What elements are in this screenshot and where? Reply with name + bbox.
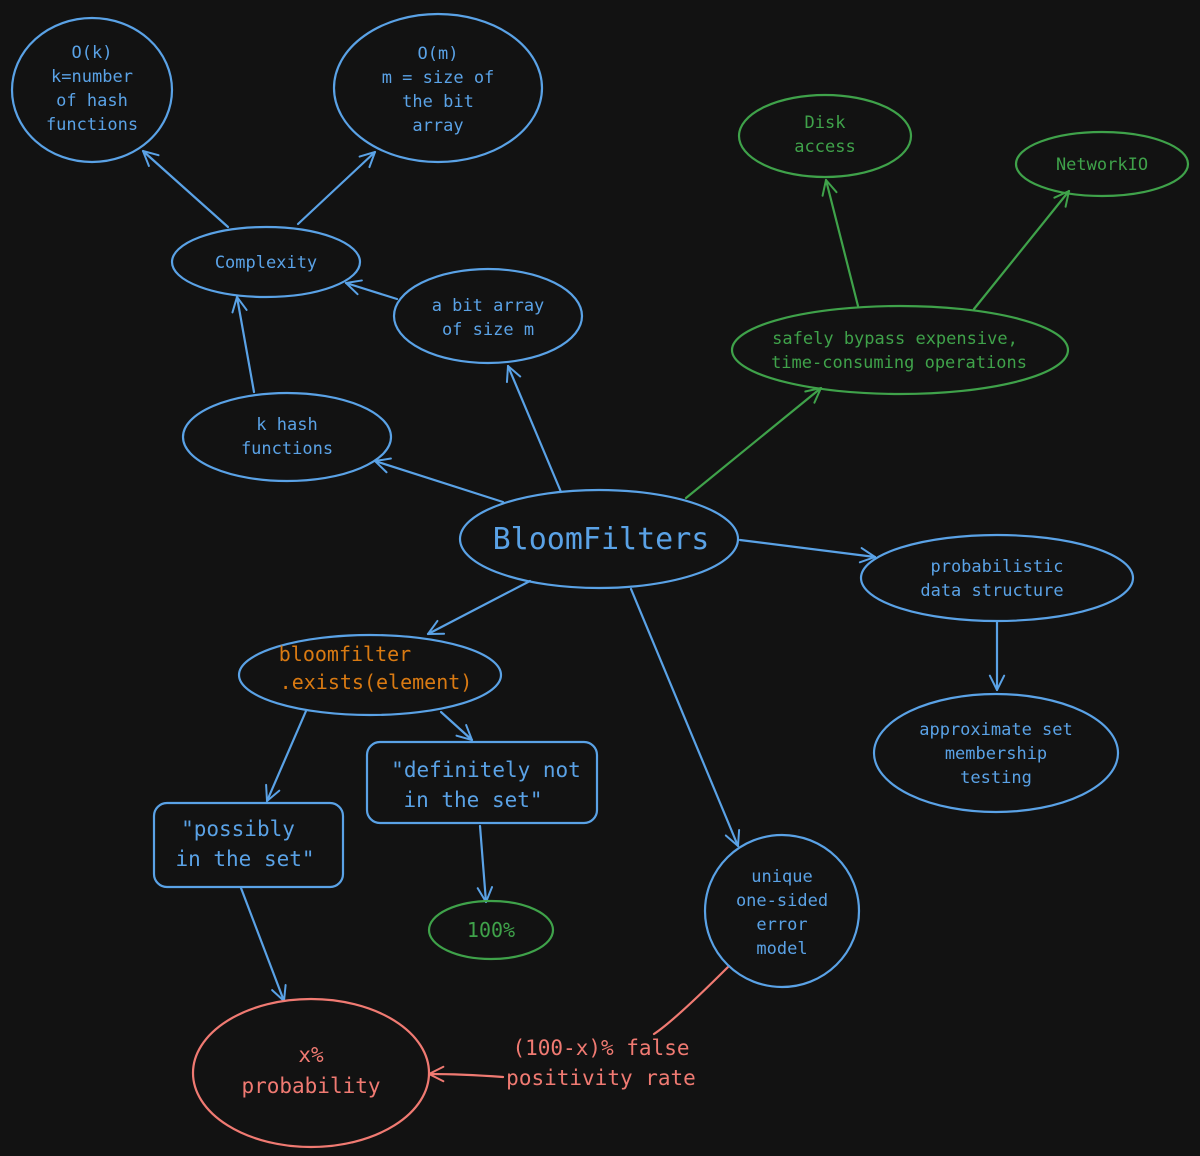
node-disk-line-0: Disk xyxy=(805,113,846,133)
node-exists-line-0: bloomfilter xyxy=(279,642,411,666)
node-bitarray-line-0: a bit array xyxy=(432,296,545,316)
node-network-ellipse xyxy=(1014,130,1190,198)
node-exists: bloomfilter .exists(element) xyxy=(237,633,503,717)
node-exists-ellipse xyxy=(237,633,503,717)
node-prob-line-0: probabilistic xyxy=(930,557,1063,577)
edge-exists-to-definitely xyxy=(439,710,474,742)
node-unique-line-2: error xyxy=(756,915,807,935)
edge-bypass-to-disk xyxy=(821,178,860,308)
node-definitely: "definitely not in the set" xyxy=(365,740,599,825)
edge-definitely-to-hundred xyxy=(476,824,494,904)
node-bypass: safely bypass expensive, time-consuming … xyxy=(730,304,1070,396)
node-unique-line-3: model xyxy=(756,939,807,959)
node-khash-line-0: k hash xyxy=(256,415,317,435)
node-om-line-0: O(m) xyxy=(418,44,459,64)
node-om-line-3: array xyxy=(412,116,463,136)
node-approx-ellipse xyxy=(872,692,1120,814)
node-bloom-line-0: BloomFilters xyxy=(493,522,710,557)
node-possibly-line-1: in the set" xyxy=(175,847,314,871)
node-complexity: Complexity xyxy=(170,225,362,299)
node-om-line-1: m = size of xyxy=(382,68,495,88)
node-hundred: 100% xyxy=(427,899,555,961)
node-bypass-line-1: time-consuming operations xyxy=(771,353,1027,373)
node-possibly: "possibly in the set" xyxy=(152,801,345,889)
edge-bloom-to-bypass xyxy=(684,386,823,500)
node-network-line-0: NetworkIO xyxy=(1056,155,1148,175)
node-definitely-line-0: "definitely not xyxy=(391,758,581,782)
node-bitarray-line-1: of size m xyxy=(442,320,534,340)
node-ok-line-3: functions xyxy=(46,115,138,135)
node-exists-line-1: .exists(element) xyxy=(280,670,473,694)
edge-possibly-to-xprob xyxy=(239,886,287,1003)
edge-bloom-to-exists xyxy=(426,579,532,636)
node-bypass-line-0: safely bypass expensive, xyxy=(772,329,1018,349)
node-disk-ellipse xyxy=(737,93,913,179)
node-network: NetworkIO xyxy=(1014,130,1190,198)
node-approx-line-1: membership xyxy=(945,744,1047,764)
node-bitarray: a bit array of size m xyxy=(392,267,584,365)
node-om: O(m) m = size of the bit array xyxy=(332,12,544,164)
edge-bitarray-to-complexity xyxy=(344,279,399,301)
node-definitely-box xyxy=(365,740,599,825)
node-disk-line-1: access xyxy=(794,137,855,157)
edges xyxy=(141,149,1071,1077)
node-prob-line-1: data structure xyxy=(920,581,1063,601)
edge-bloom-to-khash xyxy=(373,457,505,504)
node-ok-ellipse xyxy=(10,16,174,164)
edge-bypass-to-network xyxy=(972,189,1071,311)
edge-exists-to-possibly xyxy=(265,709,308,803)
node-bitarray-ellipse xyxy=(392,267,584,365)
node-ok: O(k) k=number of hash functions xyxy=(10,16,174,164)
node-ok-line-1: k=number xyxy=(51,67,133,87)
node-definitely-line-1: in the set" xyxy=(403,788,542,812)
node-om-ellipse xyxy=(332,12,544,164)
node-xprob-line-0: x% xyxy=(298,1043,324,1067)
node-khash-line-1: functions xyxy=(241,439,333,459)
edge-complexity-to-ok xyxy=(141,149,230,229)
node-approx-line-2: testing xyxy=(960,768,1032,788)
node-ok-line-0: O(k) xyxy=(72,43,113,63)
node-unique-line-1: one-sided xyxy=(736,891,828,911)
node-approx-line-0: approximate set xyxy=(919,720,1073,740)
node-bloom: BloomFilters xyxy=(458,488,740,590)
node-ok-line-2: of hash xyxy=(56,91,128,111)
node-bypass-ellipse xyxy=(730,304,1070,396)
edge-complexity-to-om xyxy=(296,150,377,226)
node-khash: k hash functions xyxy=(181,391,393,483)
node-unique: unique one-sided error model xyxy=(703,833,861,989)
node-complexity-ellipse xyxy=(170,225,362,299)
edge-bloom-to-unique xyxy=(629,587,741,848)
node-hundred-ellipse xyxy=(427,899,555,961)
edge-label-fpr-line-1: positivity rate xyxy=(506,1066,696,1090)
node-bloom-ellipse xyxy=(458,488,740,590)
node-disk: Disk access xyxy=(737,93,913,179)
node-khash-ellipse xyxy=(181,391,393,483)
node-hundred-line-0: 100% xyxy=(467,918,515,942)
node-xprob-line-1: probability xyxy=(241,1074,380,1098)
node-prob: probabilistic data structure xyxy=(859,533,1135,623)
node-xprob: x% probability xyxy=(191,997,431,1149)
edge-khash-to-complexity xyxy=(231,295,256,394)
node-possibly-line-0: "possibly xyxy=(181,817,295,841)
edge-bloom-to-bitarray xyxy=(505,364,563,494)
node-complexity-line-0: Complexity xyxy=(215,253,317,273)
edge-label-fpr: (100-x)% false positivity rate xyxy=(506,1036,696,1090)
node-approx: approximate set membership testing xyxy=(872,692,1120,814)
node-possibly-box xyxy=(152,801,345,889)
node-unique-ellipse xyxy=(703,833,861,989)
node-unique-line-0: unique xyxy=(751,867,812,887)
edge-unique-to-xprob xyxy=(429,964,731,1077)
edge-label-fpr-line-0: (100-x)% false xyxy=(512,1036,689,1060)
node-prob-ellipse xyxy=(859,533,1135,623)
edge-bloom-to-prob xyxy=(738,538,877,564)
node-om-line-2: the bit xyxy=(402,92,474,112)
node-xprob-ellipse xyxy=(191,997,431,1149)
